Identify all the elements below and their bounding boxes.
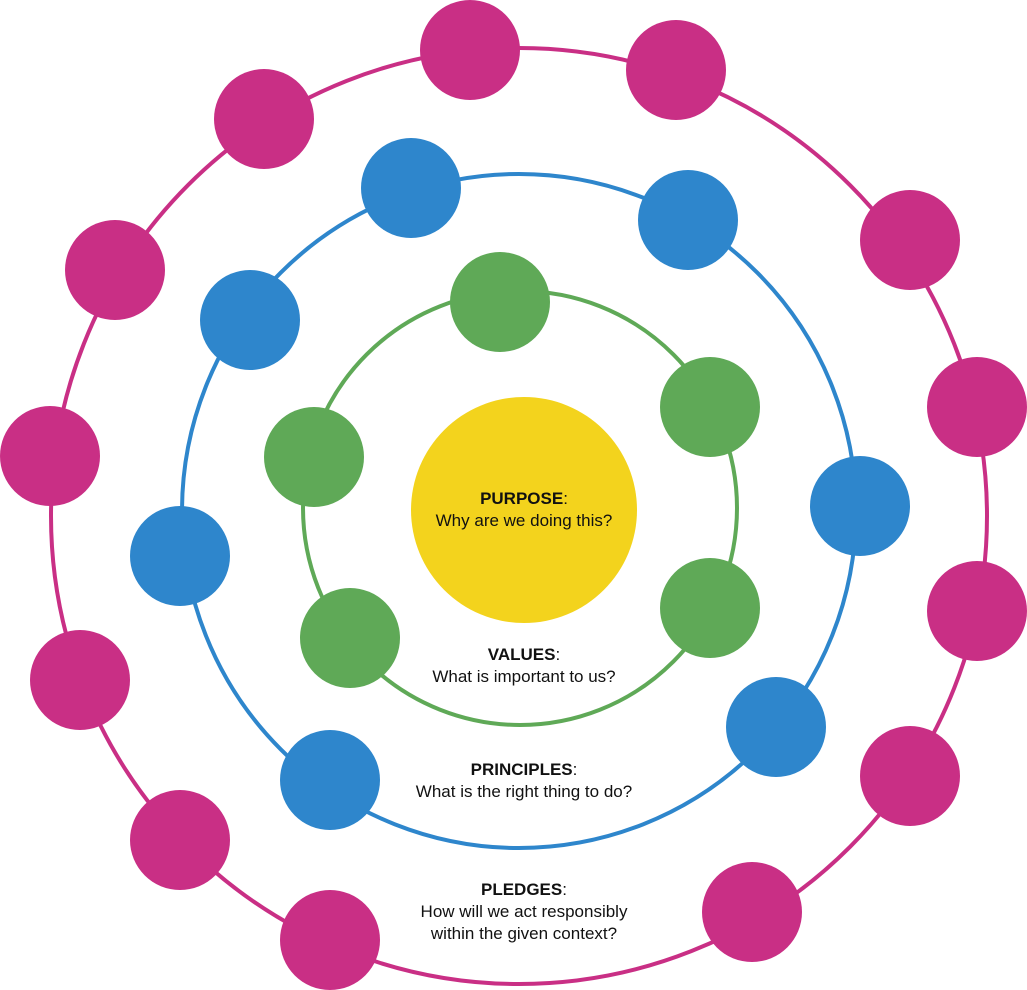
values-heading: VALUES	[487, 645, 556, 664]
pledge-node	[130, 790, 230, 890]
purpose-question: Why are we doing this?	[435, 511, 613, 530]
pledge-node	[860, 726, 960, 826]
pledge-node	[0, 406, 100, 506]
principles-colon: :	[572, 760, 578, 779]
pledges-colon: :	[562, 880, 567, 899]
purpose-heading-line: PURPOSE:	[404, 488, 644, 510]
purpose-colon: :	[563, 489, 568, 508]
pledges-heading: PLEDGES	[481, 880, 563, 899]
principle-node	[200, 270, 300, 370]
value-node	[660, 558, 760, 658]
principle-node	[726, 677, 826, 777]
pledge-node	[927, 357, 1027, 457]
principle-node	[280, 730, 380, 830]
value-node	[450, 252, 550, 352]
principles-heading-line: PRINCIPLES:	[374, 759, 674, 781]
pledge-node	[30, 630, 130, 730]
values-heading-line: VALUES:	[384, 644, 664, 666]
purpose-label: PURPOSE: Why are we doing this?	[404, 488, 644, 532]
purpose-heading: PURPOSE	[480, 489, 564, 508]
pledge-node	[280, 890, 380, 990]
principle-node	[130, 506, 230, 606]
pledges-question-line1: How will we act responsibly	[420, 902, 628, 921]
values-label: VALUES: What is important to us?	[384, 644, 664, 688]
pledge-node	[214, 69, 314, 169]
principles-question: What is the right thing to do?	[415, 782, 633, 801]
principle-node	[810, 456, 910, 556]
pledges-heading-line: PLEDGES:	[374, 879, 674, 901]
values-colon: :	[555, 645, 561, 664]
value-node	[660, 357, 760, 457]
pledge-node	[420, 0, 520, 100]
purpose-core-circle	[411, 397, 637, 623]
pledges-label: PLEDGES: How will we act responsibly wit…	[374, 879, 674, 945]
pledge-node	[860, 190, 960, 290]
pledge-node	[702, 862, 802, 962]
principle-node	[361, 138, 461, 238]
value-node	[264, 407, 364, 507]
pledge-node	[927, 561, 1027, 661]
principles-label: PRINCIPLES: What is the right thing to d…	[374, 759, 674, 803]
principles-heading: PRINCIPLES	[470, 760, 573, 779]
pledge-node	[65, 220, 165, 320]
principle-node	[638, 170, 738, 270]
pledges-question-line2: within the given context?	[430, 924, 618, 943]
values-question: What is important to us?	[432, 667, 616, 686]
value-node	[300, 588, 400, 688]
pledge-node	[626, 20, 726, 120]
